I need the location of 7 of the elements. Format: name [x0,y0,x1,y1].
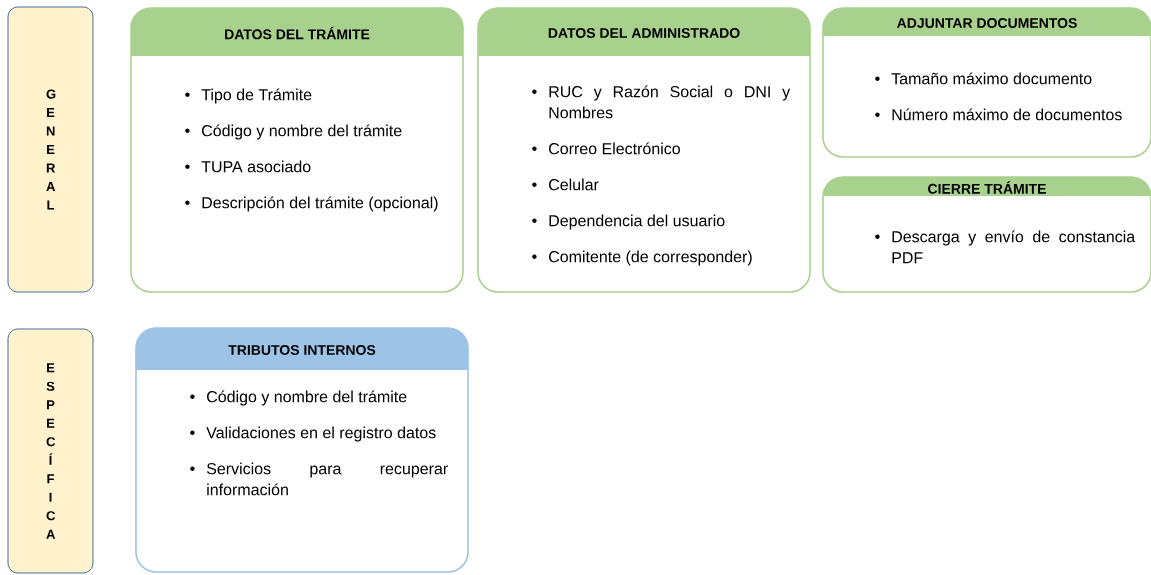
side-label-box: G E N E R A L [7,6,94,293]
card: TRIBUTOS INTERNOS Código y nombre del trámite Validaciones en el registro datos Servicios para recuperar información [135,327,469,573]
card: DATOS DEL TRÁMITE Tipo de Trámite Código y nombre del trámite TUPA asociado Descripción del trámite (opcional) [130,7,464,293]
card: ADJUNTAR DOCUMENTOS Tamaño máximo documento Número máximo de documentos [822,7,1151,158]
card: DATOS DEL ADMINISTRADO RUC y Razón Social o DNI y Nombres Correo Electrónico Celular Dependencia del usuario Comitente (de corresponder) [477,7,811,293]
side-label-box: E S P E C Í F I C A [7,328,94,574]
card: CIERRE TRÁMITE Descarga y envío de constancia PDF [822,176,1151,293]
